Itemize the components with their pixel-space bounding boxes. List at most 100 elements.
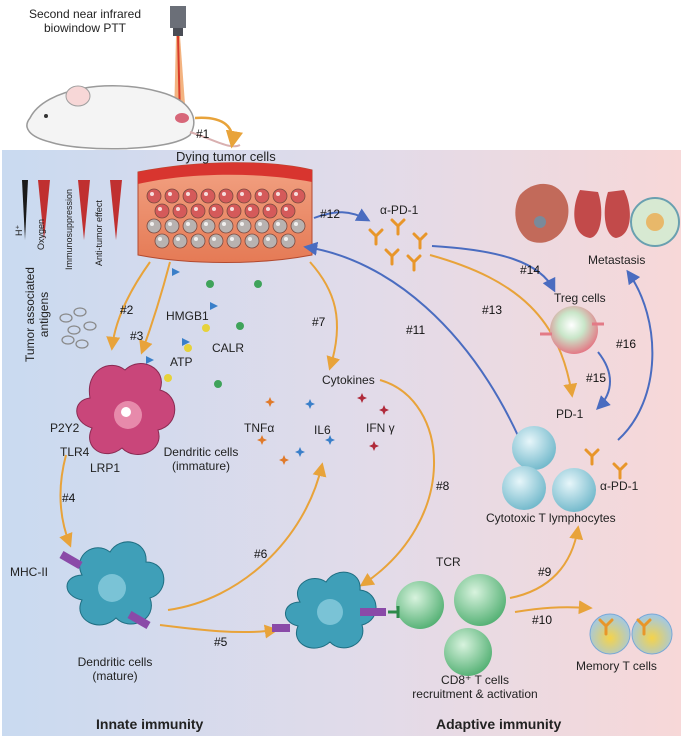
- tumor-cell-highlight: [222, 192, 226, 196]
- cytokine-star: [305, 399, 315, 409]
- arrow-step-14: [431, 245, 556, 293]
- antibody-icon: [390, 218, 406, 236]
- tumor-cell-highlight: [294, 222, 298, 226]
- cytokine-star: [357, 393, 367, 403]
- arrow-step-16: [617, 269, 654, 441]
- step-9: #9: [538, 565, 552, 579]
- tlr4-label: TLR4: [60, 445, 90, 459]
- step-7: #7: [312, 315, 326, 329]
- adaptive-immunity-label: Adaptive immunity: [436, 716, 562, 732]
- arrow-step-2: [106, 261, 151, 351]
- tumor-cell-highlight: [204, 192, 208, 196]
- tumor-cell: [208, 203, 224, 219]
- tumor-cell: [172, 233, 188, 249]
- cytokine-star: [379, 405, 389, 415]
- tumor-cell: [226, 203, 242, 219]
- arrow-step-9: [509, 525, 584, 599]
- tcr-label: TCR: [436, 555, 461, 569]
- tumor-cell: [236, 188, 252, 204]
- tumor-cell: [200, 188, 216, 204]
- cd8-t-cells: [388, 574, 506, 676]
- tumor-cell: [164, 218, 180, 234]
- cytokine-star: [265, 397, 275, 407]
- tumor-cell: [146, 188, 162, 204]
- dendritic-cell-immature: [76, 363, 176, 455]
- tumor-cell-highlight: [248, 237, 252, 241]
- step-1: #1: [196, 127, 210, 141]
- arrow-step-1: [194, 116, 244, 149]
- antibody-icon: [406, 254, 422, 272]
- oxygen-label: Oxygen: [36, 218, 46, 250]
- tumor-cell: [200, 218, 216, 234]
- tumor-cell: [254, 218, 270, 234]
- arrow-step-4: [59, 454, 73, 548]
- tumor-cell-highlight: [222, 222, 226, 226]
- step-6: #6: [254, 547, 268, 561]
- tumor-cell-highlight: [230, 207, 234, 211]
- memory-label: Memory T cells: [576, 659, 657, 673]
- arrow-step-8: [359, 379, 435, 587]
- atp-label: ATP: [170, 355, 193, 369]
- cytokine-star: [325, 435, 335, 445]
- antibody-icon: [612, 462, 628, 480]
- antibody-icon: [584, 448, 600, 466]
- mhc2-label: MHC-II: [10, 565, 48, 579]
- apd1-top-label: α-PD-1: [380, 203, 419, 217]
- tumor-cell-highlight: [158, 207, 162, 211]
- tumor-antigens-label: Tumor associated antigens: [23, 267, 51, 362]
- tumor-cell: [244, 233, 260, 249]
- tumor-cell: [190, 203, 206, 219]
- hmgb1-label: HMGB1: [166, 309, 209, 323]
- mouse-icon: [26, 85, 241, 150]
- step-2: #2: [120, 303, 134, 317]
- tumor-cell: [154, 203, 170, 219]
- tumor-cell-highlight: [294, 192, 298, 196]
- tumor-cell: [218, 218, 234, 234]
- step-14: #14: [520, 263, 541, 277]
- tumor-cell: [244, 203, 260, 219]
- dc-mature-label: Dendritic cells (mature): [77, 655, 153, 683]
- tumor-cell-highlight: [284, 207, 288, 211]
- tumor-cell: [280, 203, 296, 219]
- anti-tumor-label: Anti-tumor effect: [94, 200, 104, 266]
- tumor-cell-highlight: [258, 192, 262, 196]
- dendritic-cell-presenting: [272, 571, 386, 649]
- tumor-cell-highlight: [158, 237, 162, 241]
- tumor-cell-highlight: [150, 192, 154, 196]
- step-10: #10: [532, 613, 553, 627]
- arrow-step-10: [514, 600, 593, 615]
- step-5: #5: [214, 635, 228, 649]
- tumor-cell-highlight: [176, 207, 180, 211]
- tumor-cell: [182, 218, 198, 234]
- tumor-cell-highlight: [276, 222, 280, 226]
- tumor-cell-highlight: [248, 207, 252, 211]
- p2y2-label: P2Y2: [50, 421, 80, 435]
- tumor-cell-highlight: [212, 207, 216, 211]
- h-plus-label: H⁺: [14, 224, 24, 236]
- tumor-cell-highlight: [204, 222, 208, 226]
- arrow-step-6: [167, 462, 327, 611]
- innate-immunity-label: Innate immunity: [96, 716, 204, 732]
- antibody-icon: [636, 618, 652, 636]
- step-4: #4: [62, 491, 76, 505]
- cytokine-star: [279, 455, 289, 465]
- tumor-cell: [182, 188, 198, 204]
- tumor-cell-highlight: [266, 237, 270, 241]
- tumor-cell-highlight: [284, 237, 288, 241]
- cytokine-stars: [257, 393, 389, 465]
- arrow-step-15: [596, 351, 611, 410]
- damp-molecules: [146, 268, 262, 388]
- cytokine-star: [257, 435, 267, 445]
- laser-label: Second near infrared biowindow PTT: [28, 7, 142, 35]
- arrow-step-11: [303, 241, 521, 441]
- tumor-cell: [280, 233, 296, 249]
- cytokine-star: [369, 441, 379, 451]
- tumor-block: [137, 162, 313, 263]
- treg-label: Treg cells: [554, 291, 606, 305]
- cytotoxic-t-cells: [502, 426, 596, 512]
- cytokines-label: Cytokines: [322, 373, 375, 387]
- tumor-cell: [272, 218, 288, 234]
- tumor-cell-highlight: [168, 192, 172, 196]
